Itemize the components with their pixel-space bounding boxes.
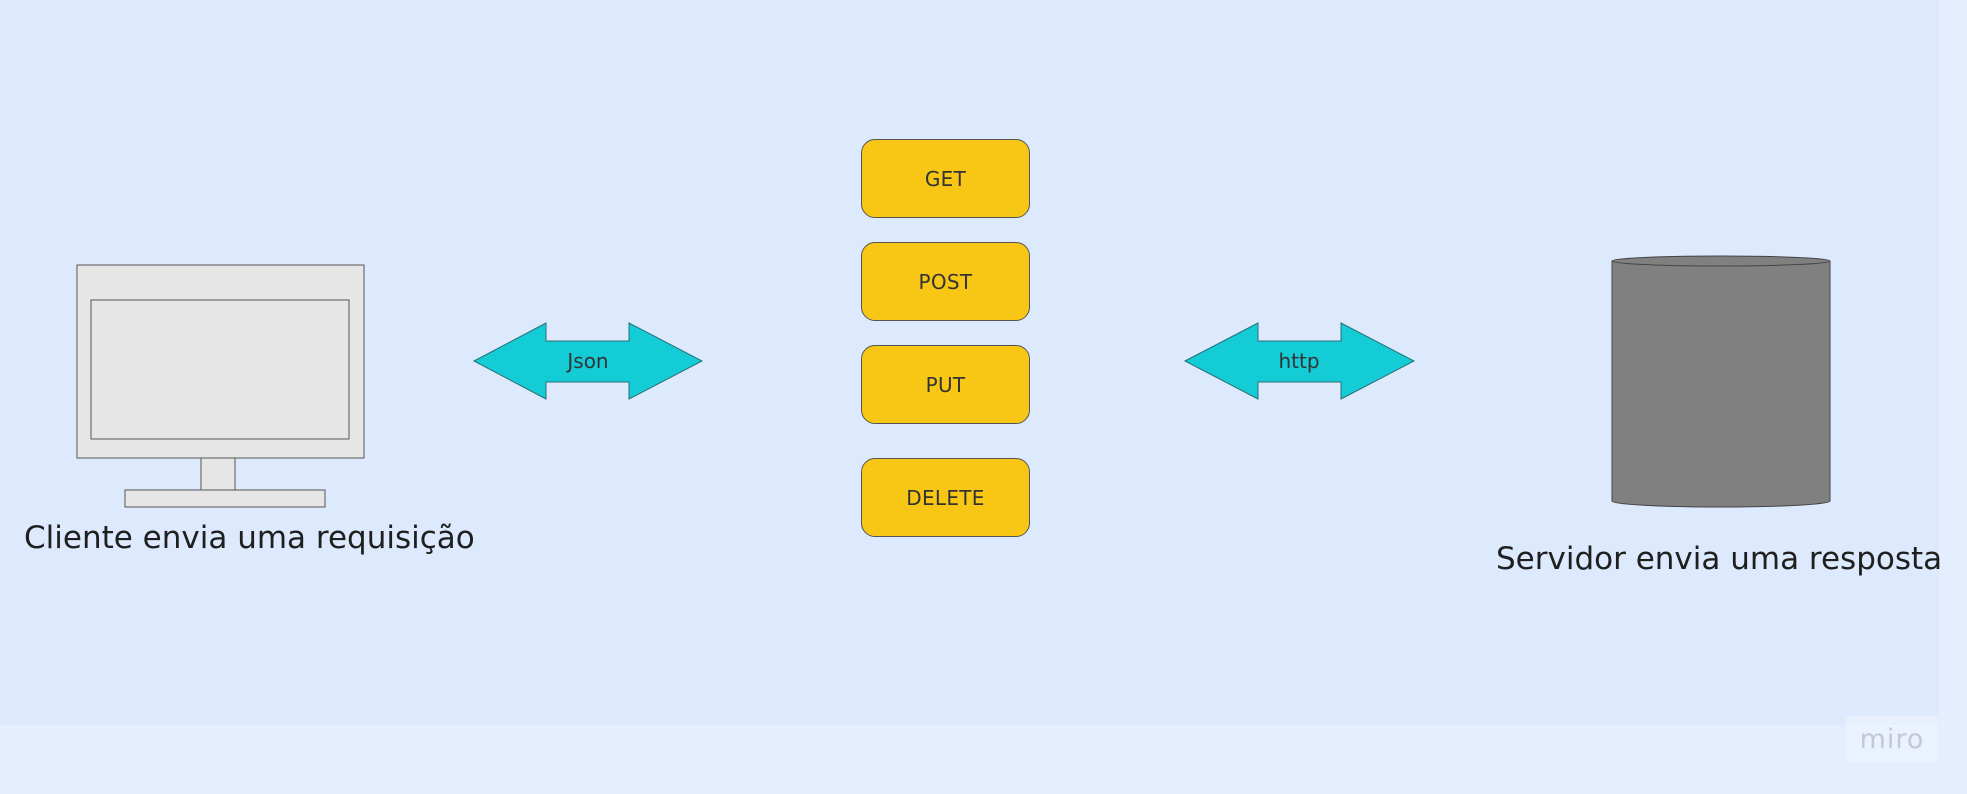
double-arrow-right	[1183, 322, 1416, 400]
server-caption: Servidor envia uma resposta	[1496, 541, 1943, 577]
double-arrow-left	[472, 322, 704, 400]
method-post[interactable]: POST	[861, 242, 1030, 321]
bottom-strip	[0, 725, 1967, 794]
arrow-label-http: http	[1278, 349, 1320, 373]
method-put[interactable]: PUT	[861, 345, 1030, 424]
client-caption: Cliente envia uma requisição	[24, 520, 475, 556]
method-get[interactable]: GET	[861, 139, 1030, 218]
method-delete[interactable]: DELETE	[861, 458, 1030, 537]
database-cylinder-icon	[1611, 255, 1831, 508]
miro-logo[interactable]: miro	[1846, 716, 1938, 762]
arrow-label-json: Json	[567, 349, 609, 373]
computer-monitor-icon	[76, 264, 365, 508]
board-edge	[1939, 0, 1967, 725]
